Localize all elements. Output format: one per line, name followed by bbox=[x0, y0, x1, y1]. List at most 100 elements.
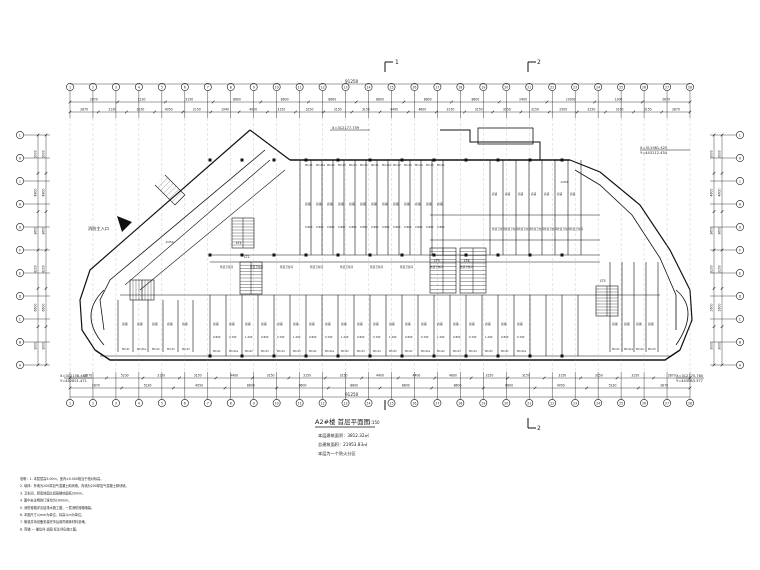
door-label: MC-01a bbox=[137, 348, 147, 351]
drawing-scale: 1:150 bbox=[368, 420, 380, 425]
svg-text:26: 26 bbox=[642, 85, 646, 89]
axis-bubble-left: F bbox=[16, 246, 24, 254]
stair-core-right: LT5 bbox=[595, 279, 619, 317]
coord-left-y: Y=442821.471 bbox=[60, 379, 87, 383]
dimension-value-bottom: 8600 bbox=[454, 384, 462, 388]
svg-text:10: 10 bbox=[275, 401, 279, 405]
dimension-value-top: 3150 bbox=[587, 108, 595, 112]
svg-text:6: 6 bbox=[184, 85, 186, 89]
svg-text:12: 12 bbox=[321, 401, 325, 405]
dimension-value-bottom: 5230 bbox=[121, 374, 129, 378]
door-label: MC-02 bbox=[245, 350, 253, 353]
room-label-shop: 商铺 bbox=[570, 192, 576, 196]
door-label: MC-03 bbox=[453, 350, 461, 353]
axis-bubble-top: 2 bbox=[89, 83, 97, 91]
door-label: MC-01 bbox=[122, 348, 130, 351]
room-label-shop: 商铺 bbox=[382, 202, 388, 206]
axis-bubble-bottom: 22 bbox=[548, 399, 557, 407]
axis-bubble-bottom: 16 bbox=[410, 399, 419, 407]
dimension-value-left: 3000 bbox=[34, 342, 38, 350]
dimension-value-top: 2130 bbox=[108, 108, 116, 112]
door-label: MC-01 bbox=[213, 350, 221, 353]
svg-text:9: 9 bbox=[253, 85, 255, 89]
dimension-value-bottom: 2870 bbox=[668, 374, 676, 378]
dimension-value-top: 8600 bbox=[233, 98, 241, 102]
dimension-value-right: 4600 bbox=[718, 189, 722, 197]
axis-bubble-left: A bbox=[16, 361, 24, 369]
axis-bubble-top: 24 bbox=[594, 83, 603, 91]
elevation-label: 0.800 bbox=[437, 225, 445, 229]
dimension-value-right: 3200 bbox=[718, 265, 722, 273]
drawing-title-block: A2#楼 首层平面图 1:150 本层建筑面积：3812.32㎡ 总建筑面积：2… bbox=[315, 417, 380, 457]
dimension-value-top: 1300 bbox=[615, 98, 623, 102]
elevation-label: 0.700 bbox=[421, 335, 429, 339]
dimension-value-bottom: 8600 bbox=[247, 384, 255, 388]
dimension-value-right: 4600 bbox=[710, 189, 714, 197]
axis-bubble-bottom: 11 bbox=[295, 399, 304, 407]
dimension-value-left: 4200 bbox=[42, 265, 46, 273]
dimension-value-bottom: 4050 bbox=[195, 384, 203, 388]
door-label: MC-02 bbox=[152, 348, 160, 351]
dimension-value-top: 8600 bbox=[281, 98, 289, 102]
axis-bubble-top: 14 bbox=[364, 83, 373, 91]
dimension-value-bottom: 8600 bbox=[299, 384, 307, 388]
door-label: MC-04 bbox=[277, 350, 285, 353]
door-label: MC-01a bbox=[325, 350, 335, 353]
dimension-value-bottom: 3150 bbox=[595, 374, 603, 378]
dimension-value-left: 3000 bbox=[34, 150, 38, 158]
dimension-value-top: 3150 bbox=[447, 108, 455, 112]
svg-text:4: 4 bbox=[138, 401, 140, 405]
door-label: MC-01a bbox=[229, 350, 239, 353]
dimension-value-left: 6600 bbox=[42, 304, 46, 312]
door-label: MC-03 bbox=[404, 164, 412, 167]
room-label-shop: 商铺 bbox=[557, 192, 563, 196]
elevation-label: 1.200 bbox=[437, 335, 445, 339]
dimension-value-top: 3150 bbox=[475, 108, 483, 112]
axis-bubble-top: 13 bbox=[341, 83, 350, 91]
room-label-toilet: 管道卫生间 bbox=[340, 265, 353, 269]
note-line: 6. 本图尺寸以mm为单位，标高以m为单位。 bbox=[20, 512, 84, 517]
room-label-toilet: 管道卫生间 bbox=[370, 265, 383, 269]
axis-bubble-left: K bbox=[16, 154, 24, 162]
axis-bubble-bottom: 12 bbox=[318, 399, 327, 407]
axis-bubble-right: F bbox=[736, 246, 744, 254]
elevation-label: -0.050 bbox=[165, 240, 174, 244]
room-label-toilet: 管道卫生间 bbox=[220, 265, 233, 269]
dimension-value-bottom: 5230 bbox=[144, 384, 152, 388]
dimension-value-top: 10000 bbox=[566, 98, 576, 102]
dimension-value-top: 3150 bbox=[334, 108, 342, 112]
dimension-value-top: 2870 bbox=[90, 98, 98, 102]
coord-topcenter: X=312177.759 bbox=[332, 126, 360, 130]
axis-bubble-bottom: 13 bbox=[341, 399, 350, 407]
dimension-chain-left: 3000480036004200660030003000480036004200… bbox=[34, 133, 48, 367]
svg-text:8: 8 bbox=[230, 401, 232, 405]
coordinate-callout-right: X=312175.760 Y=443083.377 bbox=[676, 374, 704, 383]
general-notes: 说明：1. 本层层高5.00m，室内±0.000相当于绝对标高。2. 墙体：外墙… bbox=[20, 476, 129, 531]
svg-text:26: 26 bbox=[642, 401, 646, 405]
elevation-label: 0.800 bbox=[405, 335, 413, 339]
elevation-label: 0.800 bbox=[261, 335, 269, 339]
elevation-label: 0.800 bbox=[316, 225, 324, 229]
axis-bubble-right: B bbox=[736, 338, 744, 346]
svg-text:A: A bbox=[19, 363, 22, 367]
building-outline bbox=[79, 127, 693, 361]
axis-bubble-top: 12 bbox=[318, 83, 327, 91]
svg-text:K: K bbox=[739, 156, 742, 160]
svg-text:E: E bbox=[739, 271, 741, 275]
structural-grid-lines bbox=[69, 118, 691, 372]
svg-text:G: G bbox=[19, 225, 22, 229]
elevation-label: 0.800 bbox=[415, 225, 423, 229]
room-label-shop: 商铺 bbox=[316, 202, 322, 206]
elevation-label: 0.800 bbox=[309, 335, 317, 339]
axis-bubble-bottom: 19 bbox=[479, 399, 488, 407]
room-label-shop: 商铺 bbox=[437, 322, 443, 326]
section-cut-1-label: 1 bbox=[395, 59, 399, 66]
room-label-shop: 商铺 bbox=[421, 322, 427, 326]
stair-label: LT3 bbox=[434, 259, 440, 263]
axis-bubble-left: G bbox=[16, 223, 24, 231]
dimension-value-left: 6600 bbox=[34, 304, 38, 312]
